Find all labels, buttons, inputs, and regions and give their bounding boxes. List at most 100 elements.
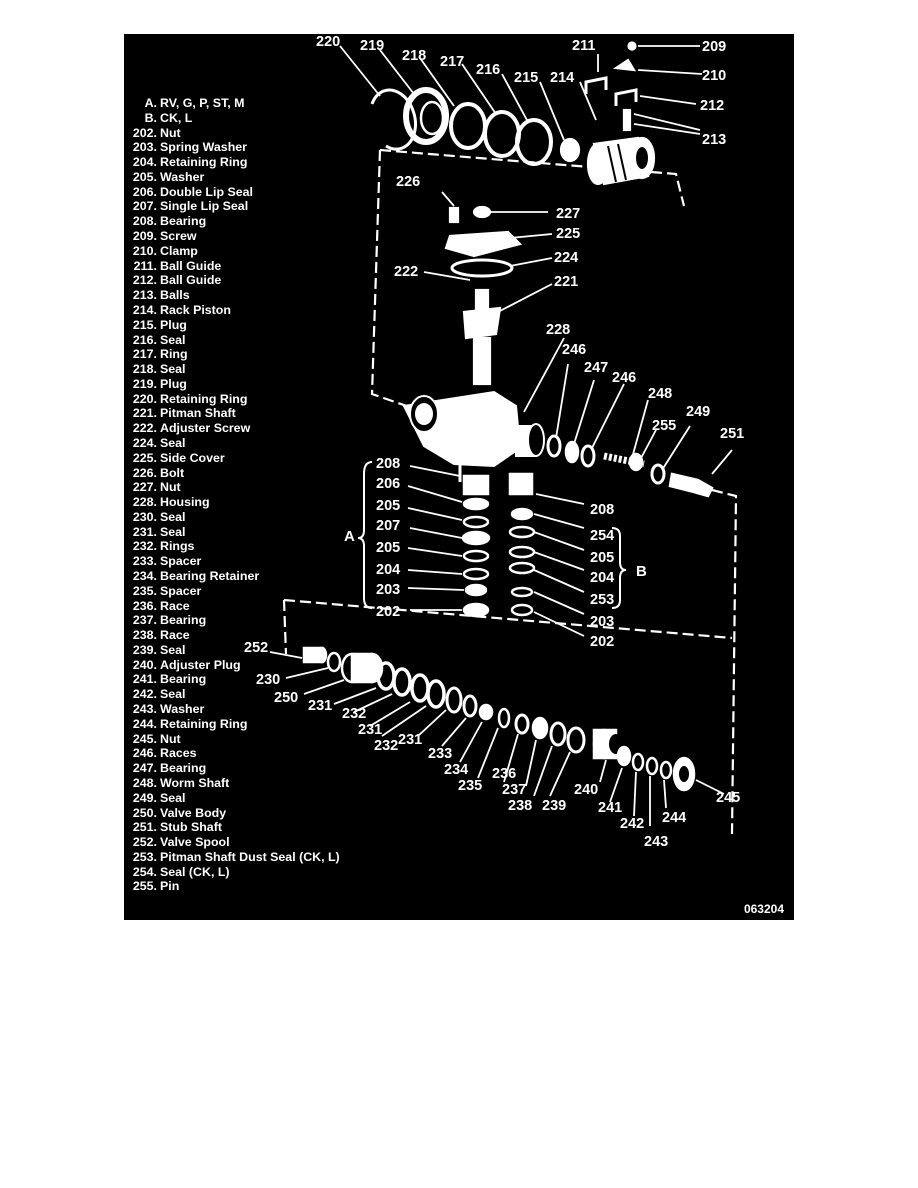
legend-item-label: Seal	[160, 524, 186, 539]
callout-240: 240	[574, 782, 598, 798]
legend-item: 208.Bearing	[124, 214, 374, 229]
legend-item-number: 225.	[132, 450, 157, 465]
callout-231-second: 231	[358, 722, 382, 738]
legend-item-label: Screw	[160, 229, 197, 244]
legend-item-number: 242.	[132, 687, 157, 702]
legend-item-number: 212.	[132, 273, 157, 288]
plug-219	[403, 87, 449, 145]
legend-item-label: RV, G, P, ST, M	[160, 96, 245, 110]
worm-shaft-group	[546, 434, 738, 835]
legend-item: 251.Stub Shaft	[124, 820, 374, 835]
bearing-208b	[508, 472, 534, 496]
callout-224: 224	[554, 250, 578, 266]
legend-item: 239.Seal	[124, 643, 374, 658]
legend-item-number: 215.	[132, 317, 157, 332]
legend-item-label: Retaining Ring	[160, 155, 248, 170]
spring-washer-203b	[510, 586, 534, 598]
legend-item-number: 245.	[132, 731, 157, 746]
callout-250: 250	[274, 690, 298, 706]
callout-251: 251	[720, 426, 744, 442]
legend-item-number: 239.	[132, 642, 157, 657]
callout-252: 252	[244, 640, 268, 656]
seal-stack-a	[357, 461, 491, 618]
legend-item: 233.Spacer	[124, 554, 374, 569]
legend-item-number: 246.	[132, 746, 157, 761]
legend-item-number: 255.	[132, 879, 157, 894]
callout-230: 230	[256, 672, 280, 688]
legend-item-number: 234.	[132, 569, 157, 583]
legend-item-label: Races	[160, 746, 197, 761]
legend-item-label: Bearing	[160, 761, 207, 776]
legend-item: 247.Bearing	[124, 761, 374, 776]
valve-adjuster-group	[282, 598, 733, 792]
legend-item-label: Clamp	[160, 243, 198, 258]
ring-232b	[426, 679, 446, 709]
legend-item: 231.Seal	[124, 525, 374, 540]
legend-item-number: 235.	[132, 583, 157, 598]
ring-204b	[508, 545, 536, 559]
legend-item-number: 206.	[132, 184, 157, 199]
legend-item-number: 203.	[132, 140, 157, 155]
callout-b-253: 253	[590, 592, 614, 608]
legend-item-number: 238.	[132, 628, 157, 643]
seal-239	[566, 726, 586, 754]
legend-item-number: 207.	[132, 199, 157, 214]
callout-238: 238	[508, 798, 532, 814]
legend-item: 252.Valve Spool	[124, 835, 374, 850]
callout-243: 243	[644, 834, 668, 850]
callout-labels: 220 219 218 217 216 215 214 211 209 210 …	[244, 34, 744, 850]
legend-item-label: Seal	[160, 435, 186, 450]
legend-item: 224.Seal	[124, 436, 374, 451]
callout-b-204: 204	[590, 570, 614, 586]
spacer-235	[497, 707, 511, 729]
assembly-line-bottom-left	[282, 599, 288, 655]
valve-body-250	[340, 652, 384, 684]
legend-item: 207.Single Lip Seal	[124, 199, 374, 214]
nut-202b	[510, 603, 534, 617]
legend-item-number: 211.	[133, 258, 157, 273]
legend-item-number: 236.	[132, 598, 157, 613]
legend-item: 240.Adjuster Plug	[124, 658, 374, 673]
legend-item: 227.Nut	[124, 480, 374, 495]
callout-236: 236	[492, 766, 516, 782]
callout-b-254: 254	[590, 528, 614, 544]
legend-item: 203.Spring Washer	[124, 140, 374, 155]
legend-item-label: Pitman Shaft Dust Seal (CK, L)	[160, 849, 340, 864]
legend-item-label: Valve Spool	[160, 835, 230, 850]
legend-item: 205.Washer	[124, 170, 374, 185]
callout-225: 225	[556, 226, 580, 242]
legend-item: 242.Seal	[124, 687, 374, 702]
legend-item-label: Retaining Ring	[160, 716, 248, 731]
seal-231b	[410, 673, 430, 703]
legend-item: 246.Races	[124, 746, 374, 761]
callout-235: 235	[458, 778, 482, 794]
valve-spool-252	[302, 646, 328, 664]
legend-item: 212.Ball Guide	[124, 273, 374, 288]
legend-item-label: Adjuster Plug	[160, 657, 241, 672]
seal-207	[461, 530, 491, 546]
legend-item-number: A.	[144, 96, 157, 110]
legend-item-label: Bearing	[160, 672, 207, 687]
callout-a-205-bottom: 205	[376, 540, 400, 556]
seal-231c	[445, 686, 463, 714]
legend-item-number: 233.	[132, 554, 157, 569]
assembly-line-top	[379, 148, 686, 207]
callout-246-top: 246	[562, 342, 586, 358]
callout-b-202: 202	[590, 634, 614, 650]
callout-b-203: 203	[590, 614, 614, 630]
assembly-line-bottom	[283, 598, 733, 640]
legend-item-label: Adjuster Screw	[160, 421, 251, 436]
group-label-a: A	[344, 528, 355, 545]
nut-227	[472, 205, 492, 219]
stub-shaft-251	[668, 472, 714, 498]
legend-item: 230.Seal	[124, 510, 374, 525]
callout-232-second: 232	[374, 738, 398, 754]
legend-item: 209.Screw	[124, 229, 374, 244]
legend-item: B.CK, L	[124, 111, 374, 126]
callout-212: 212	[700, 98, 724, 114]
legend-item-number: 222.	[132, 421, 157, 436]
legend-item-label: Balls	[160, 288, 190, 303]
callout-242: 242	[620, 816, 644, 832]
legend-item: 255.Pin	[124, 879, 374, 894]
